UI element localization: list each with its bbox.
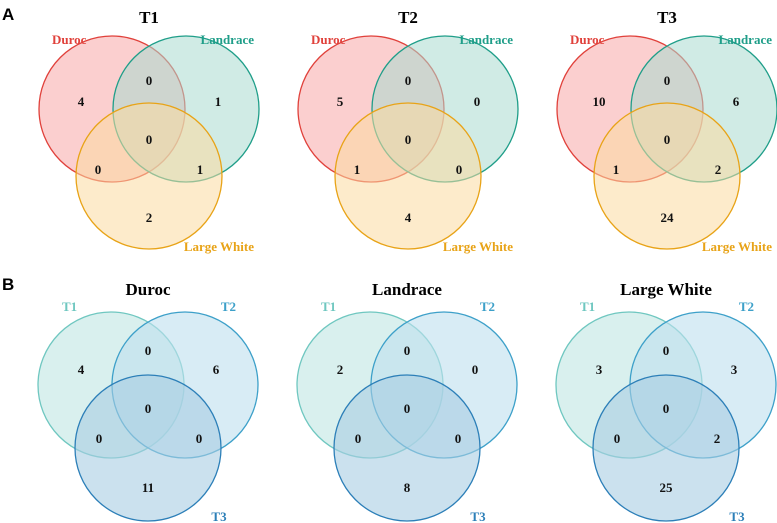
set-label-1: T1 xyxy=(580,299,595,314)
diagram-title: Large White xyxy=(620,280,712,299)
region-count-r12: 0 xyxy=(145,343,152,358)
region-count-only3: 4 xyxy=(405,210,412,225)
region-count-only3: 2 xyxy=(146,210,153,225)
set-label-2: Landrace xyxy=(719,32,773,47)
region-count-r23: 0 xyxy=(455,431,462,446)
circle-set-3 xyxy=(592,374,740,522)
set-label-1: Duroc xyxy=(570,32,605,47)
set-label-2: Landrace xyxy=(460,32,514,47)
circle-set-3 xyxy=(334,102,482,250)
set-label-1: Duroc xyxy=(311,32,346,47)
circle-set-3 xyxy=(593,102,741,250)
region-count-r23: 2 xyxy=(715,162,722,177)
region-count-r23: 0 xyxy=(456,162,463,177)
set-label-3: Large White xyxy=(184,239,254,254)
region-count-r123: 0 xyxy=(663,401,670,416)
region-count-r23: 2 xyxy=(714,431,721,446)
set-label-2: Landrace xyxy=(201,32,255,47)
set-label-2: T2 xyxy=(221,299,236,314)
region-count-r23: 1 xyxy=(197,162,204,177)
region-count-r123: 0 xyxy=(146,132,153,147)
set-label-3: Large White xyxy=(443,239,513,254)
region-count-r12: 0 xyxy=(146,73,153,88)
set-label-1: T1 xyxy=(62,299,77,314)
region-count-only1: 10 xyxy=(593,94,606,109)
region-count-r123: 0 xyxy=(405,132,412,147)
panel-label-b: B xyxy=(2,275,14,294)
region-count-r12: 0 xyxy=(404,343,411,358)
set-label-3: T3 xyxy=(729,509,745,523)
region-count-only3: 8 xyxy=(404,480,411,495)
region-count-only1: 4 xyxy=(78,362,85,377)
region-count-r13: 0 xyxy=(614,431,621,446)
set-label-3: T3 xyxy=(470,509,486,523)
diagram-title: Duroc xyxy=(125,280,170,299)
region-count-only1: 3 xyxy=(596,362,603,377)
set-label-1: Duroc xyxy=(52,32,87,47)
set-label-3: Large White xyxy=(702,239,772,254)
circle-set-3 xyxy=(333,374,481,522)
set-label-2: T2 xyxy=(739,299,754,314)
region-count-r13: 1 xyxy=(613,162,620,177)
diagram-title: T2 xyxy=(398,8,418,27)
region-count-r123: 0 xyxy=(664,132,671,147)
region-count-r12: 0 xyxy=(664,73,671,88)
diagram-title: Landrace xyxy=(372,280,442,299)
set-label-2: T2 xyxy=(480,299,495,314)
circle-set-3 xyxy=(75,102,223,250)
region-count-only2: 6 xyxy=(733,94,740,109)
region-count-r12: 0 xyxy=(663,343,670,358)
diagram-title: T1 xyxy=(139,8,159,27)
region-count-r13: 1 xyxy=(354,162,361,177)
region-count-only1: 4 xyxy=(78,94,85,109)
region-count-r13: 0 xyxy=(355,431,362,446)
region-count-r13: 0 xyxy=(95,162,102,177)
region-count-only2: 0 xyxy=(472,362,479,377)
circle-set-3 xyxy=(74,374,222,522)
region-count-only2: 3 xyxy=(731,362,738,377)
region-count-r12: 0 xyxy=(405,73,412,88)
region-count-only2: 6 xyxy=(213,362,220,377)
region-count-only3: 24 xyxy=(661,210,675,225)
region-count-only1: 2 xyxy=(337,362,344,377)
region-count-r23: 0 xyxy=(196,431,203,446)
region-count-only2: 0 xyxy=(474,94,481,109)
region-count-r123: 0 xyxy=(145,401,152,416)
region-count-only1: 5 xyxy=(337,94,344,109)
region-count-r123: 0 xyxy=(404,401,411,416)
set-label-3: T3 xyxy=(211,509,227,523)
diagram-title: T3 xyxy=(657,8,677,27)
region-count-only3: 25 xyxy=(660,480,674,495)
panel-label-a: A xyxy=(2,5,14,24)
region-count-only2: 1 xyxy=(215,94,222,109)
region-count-r13: 0 xyxy=(96,431,103,446)
region-count-only3: 11 xyxy=(142,480,154,495)
set-label-1: T1 xyxy=(321,299,336,314)
